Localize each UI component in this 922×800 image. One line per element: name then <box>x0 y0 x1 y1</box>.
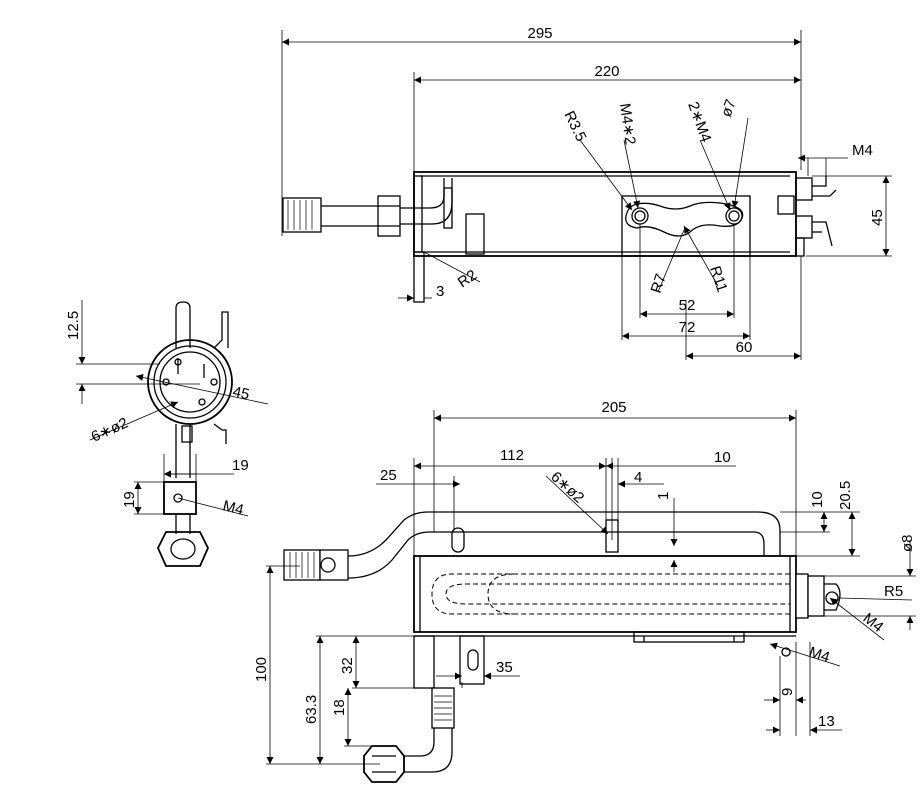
dim-18-label: 18 <box>331 699 348 716</box>
dim-3-label: 3 <box>436 283 444 300</box>
label-m4-side: M4 <box>221 497 245 519</box>
upper-pipe <box>347 511 781 557</box>
dim-12-5-label: 12.5 <box>65 311 82 340</box>
label-m4-front-bottom: M4 <box>807 644 832 667</box>
slot-hole-right <box>728 210 740 222</box>
dim-220-label: 220 <box>594 63 619 80</box>
dim-72-label: 72 <box>679 319 696 336</box>
small-block-top <box>465 213 485 255</box>
side-hex-nut <box>157 531 209 567</box>
dim-32-label: 32 <box>339 657 356 674</box>
label-2xm4: 2∗M4 <box>684 100 714 145</box>
side-view: 12.5 45 6∗ø2 19 M4 19 <box>65 300 269 567</box>
lower-hex-nut <box>363 745 405 783</box>
pipe-nut-top <box>282 197 322 233</box>
dim-1-label: 1 <box>655 492 672 500</box>
dim-100-label: 100 <box>253 657 270 682</box>
front-view: 205 112 25 10 4 6∗ø2 1 10 <box>253 399 916 783</box>
label-r5: R5 <box>884 583 903 600</box>
mounting-bracket-top <box>621 195 751 257</box>
dim-4-label: 4 <box>634 469 642 486</box>
dim-45-side-label: 45 <box>231 383 251 403</box>
dim-dia8-label: ø8 <box>899 534 916 552</box>
side-block <box>163 481 197 515</box>
dim-10-top-label: 10 <box>714 449 731 466</box>
dim-45-top-label: 45 <box>869 209 886 226</box>
mounting-slot <box>625 201 744 237</box>
dim-19-v-label: 19 <box>121 491 138 508</box>
dim-60-label: 60 <box>736 339 753 356</box>
dim-20-5-label: 20.5 <box>837 481 854 510</box>
label-r7: R7 <box>648 272 670 296</box>
label-r11: R11 <box>706 264 730 294</box>
dim-35-label: 35 <box>496 659 513 676</box>
dim-63-3-label: 63.3 <box>303 695 320 724</box>
heating-element <box>431 573 790 615</box>
label-m4-right-top: M4 <box>852 142 873 159</box>
label-6x-dia2-side: 6∗ø2 <box>89 414 131 445</box>
label-m4x2: M4∗2 <box>616 102 639 146</box>
dim-52-label: 52 <box>679 297 696 314</box>
dim-13-label: 13 <box>818 713 835 730</box>
dim-10-right-label: 10 <box>809 491 826 508</box>
front-body <box>413 555 797 633</box>
slot-hole-left <box>634 210 646 222</box>
dim-9-label: 9 <box>779 688 796 696</box>
top-view: 295 220 <box>281 25 892 360</box>
dim-112-label: 112 <box>500 447 524 464</box>
front-right-m4-hole <box>825 591 839 605</box>
side-m4-hole <box>173 493 183 503</box>
front-bottom-m4-hole <box>781 647 791 657</box>
dim-205-label: 205 <box>601 399 626 416</box>
label-dia7: ø7 <box>718 97 740 119</box>
label-r35: R3.5 <box>560 108 589 144</box>
label-m4-front-right: M4 <box>860 610 887 636</box>
label-6x-dia2-front: 6∗ø2 <box>547 468 587 506</box>
dim-25-label: 25 <box>380 467 397 484</box>
dim-295-label: 295 <box>527 25 552 42</box>
dim-19-h-label: 19 <box>232 457 249 474</box>
